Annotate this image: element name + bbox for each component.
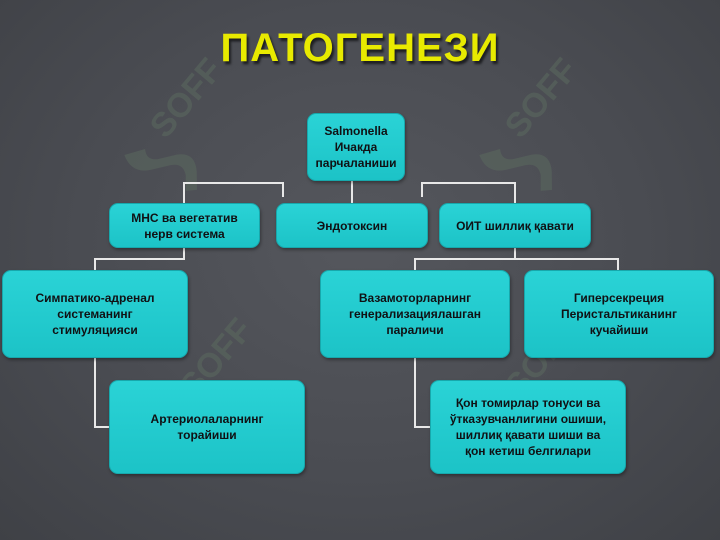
connector-oit-gipersek (515, 258, 619, 270)
node-hypersecretion: Гиперсекреция Перистальтиканинг кучайиши (524, 270, 714, 358)
node-vasomotor-paralysis: Вазамоторларнинг генерализациялашган пар… (320, 270, 510, 358)
connector-oit-vazomotor (414, 248, 516, 270)
node-vascular-tone: Қон томирлар тонуси ва ўтказувчанлигини … (430, 380, 626, 474)
connector-vazomotor-qon (414, 358, 430, 428)
node-arteriole-narrowing: Артериолаларнинг торайиши (109, 380, 305, 474)
node-salmonella: Salmonella Ичакда парчаланиши (307, 113, 405, 181)
connector-salmonella-oit (421, 182, 516, 203)
connector-simpatiko-arteriol (94, 358, 109, 428)
node-oit-mucosa: ОИТ шиллиқ қавати (439, 203, 591, 248)
connector-salmonella-mns (183, 182, 284, 203)
slide-title: ПАТОГЕНЕЗИ (220, 26, 500, 70)
connector-mns-simpatiko (94, 248, 185, 270)
node-sympatho-adrenal: Симпатико-адренал системанинг стимуляция… (2, 270, 188, 358)
node-endotoxin: Эндотоксин (276, 203, 428, 248)
node-mns-nerve-system: МНС ва вегетатив нерв система (109, 203, 260, 248)
